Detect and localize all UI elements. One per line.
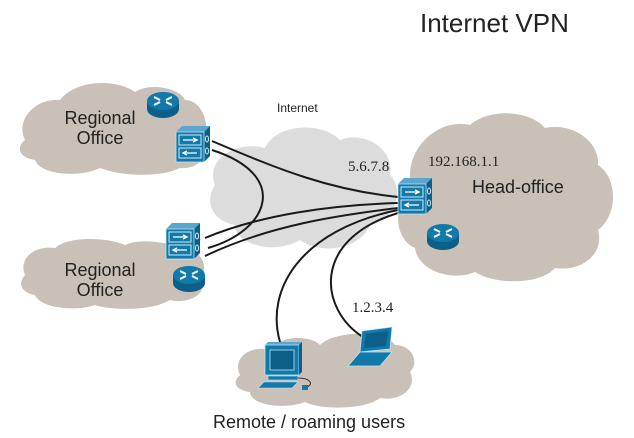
link-desktop-to-ho: [275, 209, 399, 343]
link-laptop-to-ho: [329, 212, 399, 338]
ho-vpn-firewall-icon: [397, 177, 433, 215]
remote-users-label: Remote / roaming users: [213, 412, 406, 432]
link-ro1-to-ro2: [207, 149, 264, 249]
ro2-vpn-firewall-icon: [165, 222, 201, 260]
regional-office-1-label: Regional Office: [58, 108, 142, 148]
regional-office-1-label-line1: Regional: [64, 108, 136, 128]
vpn-tunnel-links: [204, 140, 399, 343]
regional-office-1-label-line2: Office: [76, 128, 124, 148]
ho-router-icon: [426, 223, 460, 251]
regional-office-2-label: Regional Office: [58, 260, 142, 300]
head-office-private-ip: 192.168.1.1: [428, 154, 500, 170]
ro1-vpn-firewall-icon: [175, 125, 211, 163]
laptop-icon: [347, 326, 393, 367]
diagram-title: Internet VPN: [420, 8, 569, 38]
regional-office-2-label-line1: Regional: [64, 260, 136, 280]
regional-office-2-cloud: [21, 239, 205, 309]
head-office-label: Head-office: [472, 177, 564, 197]
head-office-public-ip: 5.6.7.8: [348, 159, 390, 175]
laptop-ip: 1.2.3.4: [352, 300, 394, 316]
ro2-router-icon: [172, 265, 206, 293]
link-ro1-to-ho: [211, 140, 399, 198]
ro1-router-icon: [146, 91, 180, 119]
internet-label: Internet: [277, 101, 318, 115]
link-ro2-to-ho-a: [204, 202, 399, 239]
link-ro2-to-ho-b: [204, 207, 399, 257]
desktop-pc-icon: [257, 342, 311, 390]
regional-office-2-label-line2: Office: [76, 280, 124, 300]
internet-cloud: [210, 127, 398, 249]
